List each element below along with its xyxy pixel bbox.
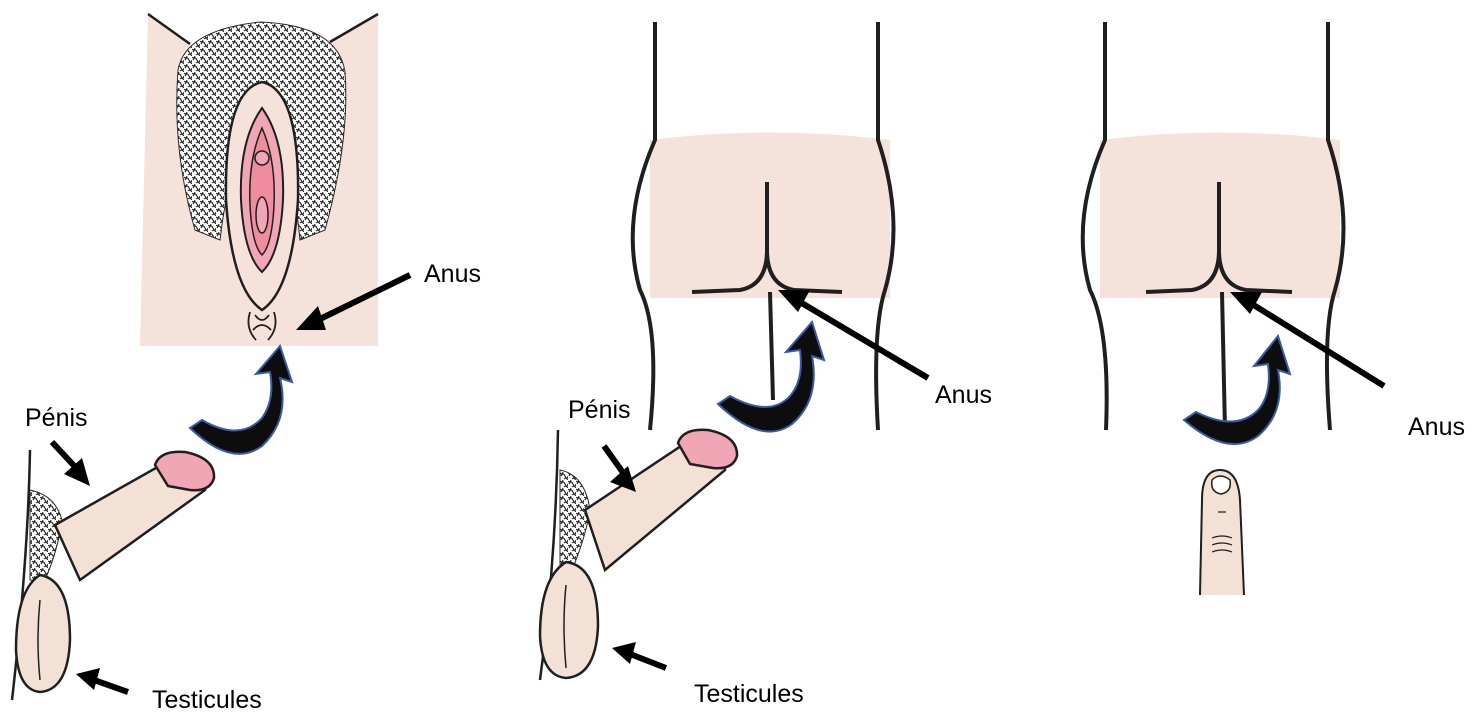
panel-3 <box>1083 22 1384 595</box>
panel-1-testicles-label: Testicules <box>152 688 262 713</box>
urethra <box>255 151 269 165</box>
panel-2-penis-label: Pénis <box>568 398 631 423</box>
anus-arrow-shaft-2 <box>800 302 928 378</box>
inner-leg-line <box>770 292 773 400</box>
scrotum <box>16 575 70 692</box>
pubic-hair-male-2 <box>560 470 590 565</box>
testicles-arrow-shaft-2 <box>630 654 666 668</box>
pubic-hair-male <box>30 490 62 580</box>
panel-3-anus-label: Anus <box>1408 415 1465 440</box>
vaginal-opening <box>256 197 268 233</box>
testicles-arrow-head-2 <box>612 642 636 664</box>
anus-arrow-head-2 <box>778 290 810 312</box>
scrotum-2 <box>540 562 598 678</box>
panel-1-anus-label: Anus <box>424 262 481 287</box>
panel-2-anus-label: Anus <box>935 383 992 408</box>
panel-1-penis-label: Pénis <box>25 406 88 431</box>
curved-arrow-3 <box>1184 336 1290 444</box>
panel-2-testicles-label: Testicules <box>694 682 804 707</box>
inner-leg-line-3 <box>1222 292 1225 430</box>
panel-2 <box>540 22 928 680</box>
panel-1 <box>12 14 410 700</box>
penis-arrow-shaft-2 <box>604 446 624 474</box>
fingernail <box>1212 476 1231 494</box>
testicles-arrow-shaft <box>94 680 128 692</box>
curved-arrow-1 <box>190 346 292 454</box>
testicles-arrow-head <box>76 668 100 690</box>
